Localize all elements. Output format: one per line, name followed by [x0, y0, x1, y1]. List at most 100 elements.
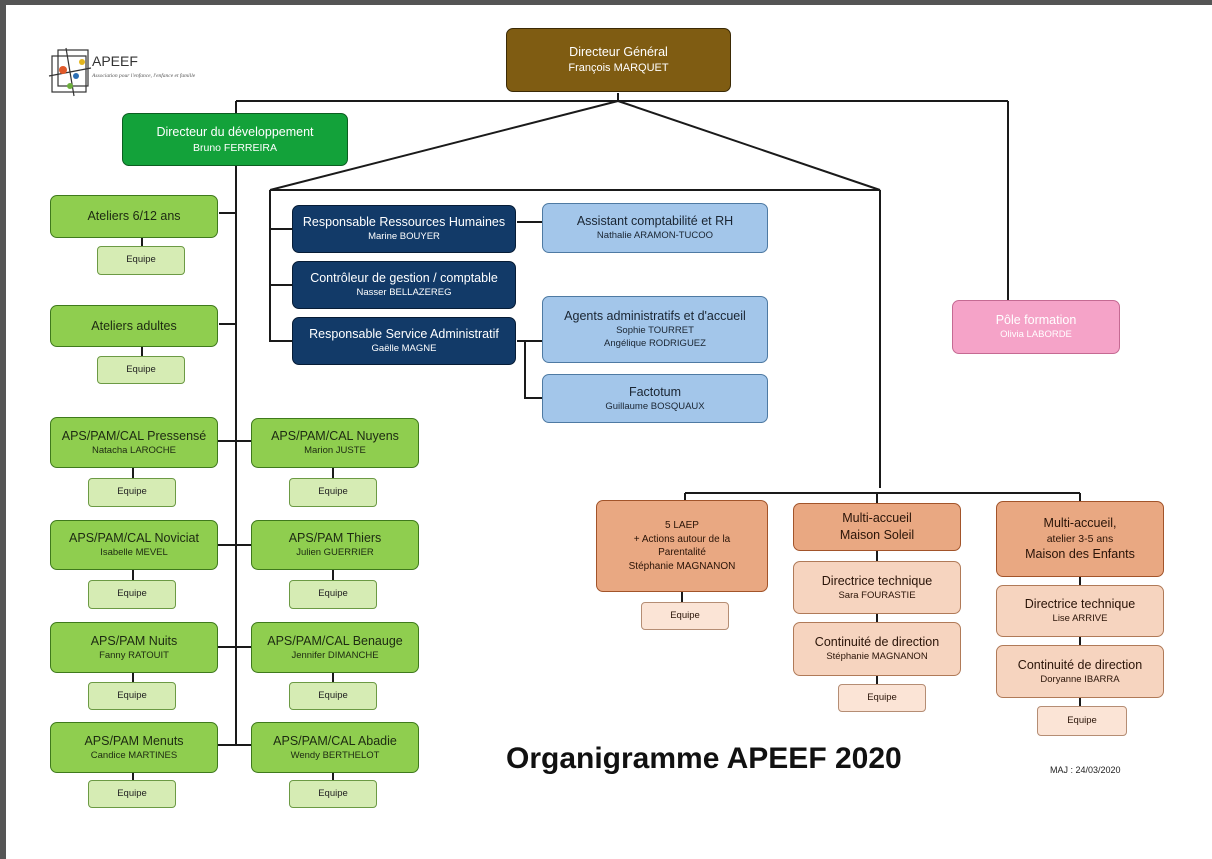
aps-nuits-equipe[interactable]: Equipe — [88, 682, 176, 710]
aps-menuts-name: Candice MARTINES — [90, 749, 178, 761]
maison-soleil-continuite-title: Continuité de direction — [814, 635, 940, 650]
maison-enfants-continuite-title: Continuité de direction — [1017, 657, 1143, 672]
aps-menuts-title: APS/PAM Menuts — [84, 733, 184, 748]
aps-pressense-equipe[interactable]: Equipe — [88, 478, 176, 507]
assistant-comptabilite-name: Nathalie ARAMON-TUCOO — [596, 230, 714, 242]
maison-soleil-equipe[interactable]: Equipe — [838, 684, 926, 712]
aps-noviciat-equipe[interactable]: Equipe — [88, 580, 176, 609]
update-date: MAJ : 24/03/2020 — [1050, 765, 1121, 775]
ateliers-6-12-equipe[interactable]: Equipe — [97, 246, 185, 275]
laep-line-3: Parentalité — [658, 547, 706, 558]
ateliers-6-12-title: Ateliers 6/12 ans — [87, 209, 181, 224]
aps-noviciat-name: Isabelle MEVEL — [100, 547, 168, 559]
rh-name: Marine BOUYER — [368, 231, 440, 243]
maison-soleil-box[interactable]: Multi-accueil Maison Soleil — [793, 503, 961, 551]
maison-enfants-equipe[interactable]: Equipe — [1037, 706, 1127, 736]
pole-formation-name: Olivia LABORDE — [1000, 329, 1072, 341]
maison-enfants-box[interactable]: Multi-accueil, atelier 3-5 ans Maison de… — [996, 501, 1164, 577]
aps-menuts-equipe[interactable]: Equipe — [88, 780, 176, 808]
laep-box[interactable]: 5 LAEP + Actions autour de la Parentalit… — [596, 500, 768, 592]
page-title: Organigramme APEEF 2020 — [506, 742, 902, 775]
maison-enfants-directrice-name: Lise ARRIVE — [1052, 613, 1108, 625]
maison-enfants-directrice-title: Directrice technique — [1024, 597, 1136, 612]
factotum-name: Guillaume BOSQUAUX — [605, 400, 705, 412]
rh-title: Responsable Ressources Humaines — [302, 215, 506, 230]
aps-thiers-box[interactable]: APS/PAM Thiers Julien GUERRIER — [251, 520, 419, 570]
agents-administratifs-name-1: Sophie TOURRET — [616, 325, 694, 337]
ateliers-adultes-box[interactable]: Ateliers adultes — [50, 305, 218, 347]
laep-equipe[interactable]: Equipe — [641, 602, 729, 630]
directeur-general-box[interactable]: Directeur Général François MARQUET — [506, 28, 731, 92]
maison-enfants-continuite-box[interactable]: Continuité de direction Doryanne IBARRA — [996, 645, 1164, 698]
directeur-developpement-name: Bruno FERREIRA — [192, 141, 278, 154]
aps-nuits-box[interactable]: APS/PAM Nuits Fanny RATOUIT — [50, 622, 218, 673]
aps-benauge-equipe[interactable]: Equipe — [289, 682, 377, 710]
service-administratif-name: Gaëlle MAGNE — [371, 343, 437, 355]
maison-soleil-line-2: Maison Soleil — [839, 528, 915, 542]
maison-enfants-line-1: Multi-accueil, — [1043, 516, 1117, 531]
maison-soleil-directrice-title: Directrice technique — [821, 573, 933, 588]
aps-thiers-title: APS/PAM Thiers — [288, 531, 382, 546]
factotum-box[interactable]: Factotum Guillaume BOSQUAUX — [542, 374, 768, 423]
aps-nuyens-title: APS/PAM/CAL Nuyens — [271, 429, 399, 444]
logo-tagline: Association pour l'enfance, l'enfance et… — [91, 72, 196, 79]
aps-abadie-box[interactable]: APS/PAM/CAL Abadie Wendy BERTHELOT — [251, 722, 419, 773]
service-administratif-box[interactable]: Responsable Service Administratif Gaëlle… — [292, 317, 516, 365]
maison-soleil-continuite-box[interactable]: Continuité de direction Stéphanie MAGNAN… — [793, 622, 961, 676]
aps-pressense-name: Natacha LAROCHE — [92, 444, 176, 456]
directeur-general-title: Directeur Général — [569, 45, 668, 60]
aps-abadie-title: APS/PAM/CAL Abadie — [273, 733, 397, 748]
assistant-comptabilite-box[interactable]: Assistant comptabilité et RH Nathalie AR… — [542, 203, 768, 253]
directeur-general-name: François MARQUET — [568, 62, 669, 75]
laep-line-2: + Actions autour de la — [633, 533, 731, 545]
maison-soleil-line-1: Multi-accueil — [842, 511, 912, 526]
assistant-comptabilite-title: Assistant comptabilité et RH — [576, 214, 734, 229]
maison-enfants-line-2: atelier 3-5 ans — [1046, 532, 1114, 545]
aps-pressense-box[interactable]: APS/PAM/CAL Pressensé Natacha LAROCHE — [50, 417, 218, 468]
aps-thiers-equipe[interactable]: Equipe — [289, 580, 377, 609]
maison-enfants-directrice-box[interactable]: Directrice technique Lise ARRIVE — [996, 585, 1164, 637]
agents-administratifs-box[interactable]: Agents administratifs et d'accueil Sophi… — [542, 296, 768, 363]
aps-abadie-equipe[interactable]: Equipe — [289, 780, 377, 808]
pole-formation-box[interactable]: Pôle formation Olivia LABORDE — [952, 300, 1120, 354]
aps-thiers-name: Julien GUERRIER — [296, 547, 374, 559]
maison-soleil-directrice-name: Sara FOURASTIE — [838, 589, 916, 601]
maison-enfants-continuite-name: Doryanne IBARRA — [1040, 673, 1120, 685]
pole-formation-title: Pôle formation — [995, 313, 1077, 328]
aps-pressense-title: APS/PAM/CAL Pressensé — [61, 428, 207, 443]
ateliers-adultes-equipe[interactable]: Equipe — [97, 356, 185, 384]
rh-box[interactable]: Responsable Ressources Humaines Marine B… — [292, 205, 516, 253]
service-administratif-title: Responsable Service Administratif — [309, 327, 499, 342]
aps-nuits-name: Fanny RATOUIT — [99, 649, 169, 661]
controleur-gestion-box[interactable]: Contrôleur de gestion / comptable Nasser… — [292, 261, 516, 309]
aps-benauge-name: Jennifer DIMANCHE — [291, 649, 379, 661]
aps-abadie-name: Wendy BERTHELOT — [290, 749, 380, 761]
directeur-developpement-title: Directeur du développement — [156, 124, 314, 139]
agents-administratifs-name-2: Angélique RODRIGUEZ — [604, 337, 706, 349]
directeur-developpement-box[interactable]: Directeur du développement Bruno FERREIR… — [122, 113, 348, 166]
aps-menuts-box[interactable]: APS/PAM Menuts Candice MARTINES — [50, 722, 218, 773]
aps-nuyens-equipe[interactable]: Equipe — [289, 478, 377, 507]
maison-soleil-continuite-name: Stéphanie MAGNANON — [826, 651, 928, 663]
aps-nuits-title: APS/PAM Nuits — [90, 633, 178, 648]
apeef-logo-mark: APEEF Association pour l'enfance, l'enfa… — [48, 47, 196, 97]
aps-nuyens-box[interactable]: APS/PAM/CAL Nuyens Marion JUSTE — [251, 418, 419, 468]
factotum-title: Factotum — [628, 384, 682, 399]
laep-line-1: 5 LAEP — [665, 520, 699, 531]
laep-name: Stéphanie MAGNANON — [628, 560, 736, 572]
apeef-logo: APEEF Association pour l'enfance, l'enfa… — [46, 46, 208, 98]
controleur-gestion-name: Nasser BELLAZEREG — [356, 287, 452, 299]
aps-noviciat-box[interactable]: APS/PAM/CAL Noviciat Isabelle MEVEL — [50, 520, 218, 570]
ateliers-adultes-title: Ateliers adultes — [91, 318, 177, 333]
aps-noviciat-title: APS/PAM/CAL Noviciat — [69, 531, 199, 546]
aps-benauge-box[interactable]: APS/PAM/CAL Benauge Jennifer DIMANCHE — [251, 622, 419, 673]
ateliers-6-12-box[interactable]: Ateliers 6/12 ans — [50, 195, 218, 238]
agents-administratifs-title: Agents administratifs et d'accueil — [564, 309, 746, 324]
controleur-gestion-title: Contrôleur de gestion / comptable — [310, 271, 498, 286]
logo-name: APEEF — [92, 53, 138, 69]
maison-enfants-line-3: Maison des Enfants — [1025, 547, 1135, 562]
aps-nuyens-name: Marion JUSTE — [304, 445, 366, 457]
maison-soleil-directrice-box[interactable]: Directrice technique Sara FOURASTIE — [793, 561, 961, 614]
